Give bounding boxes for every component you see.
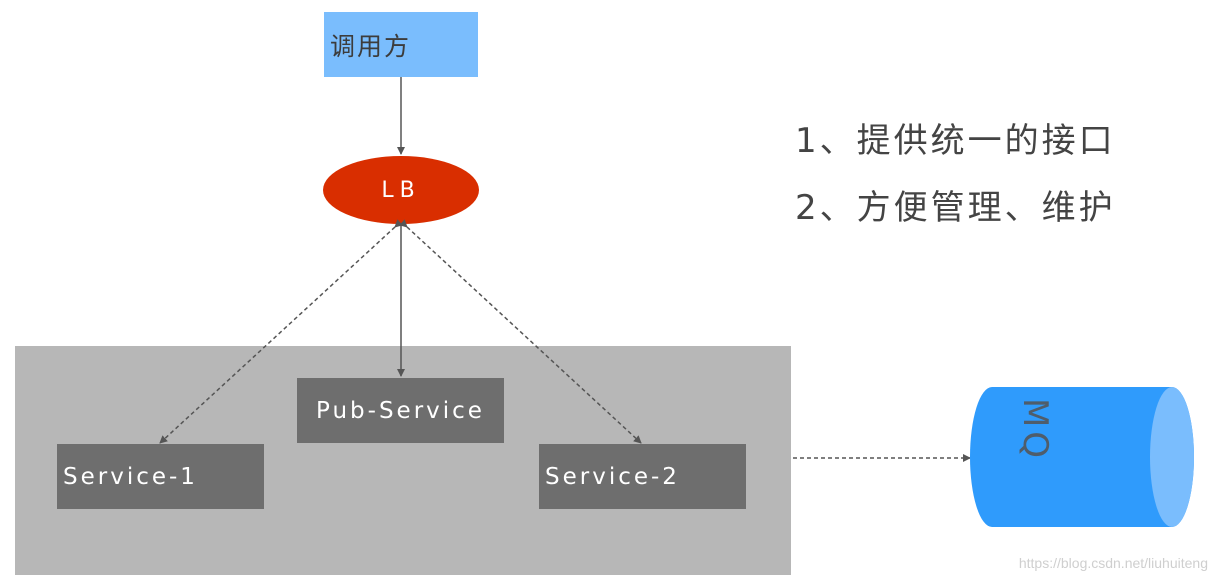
service-2-node: Service-2 [539,444,746,509]
service-1-node: Service-1 [57,444,264,509]
note-item: 2、方便管理、维护 [795,188,1116,228]
lb-node: LB [323,156,479,224]
pub-service-node: Pub-Service [297,378,504,443]
mq-label: MQ [1015,397,1055,463]
service-1-label: Service-1 [63,463,198,490]
note-item: 1、提供统一的接口 [795,121,1116,161]
pub-service-label: Pub-Service [316,397,485,424]
lb-label: LB [381,177,421,203]
service-2-label: Service-2 [545,463,680,490]
lb-ellipse [323,156,479,224]
caller-node: 调用方 [324,12,478,77]
caller-label: 调用方 [330,31,412,61]
mq-cylinder [970,387,1194,527]
watermark: https://blog.csdn.net/liuhuiteng [1018,555,1208,571]
